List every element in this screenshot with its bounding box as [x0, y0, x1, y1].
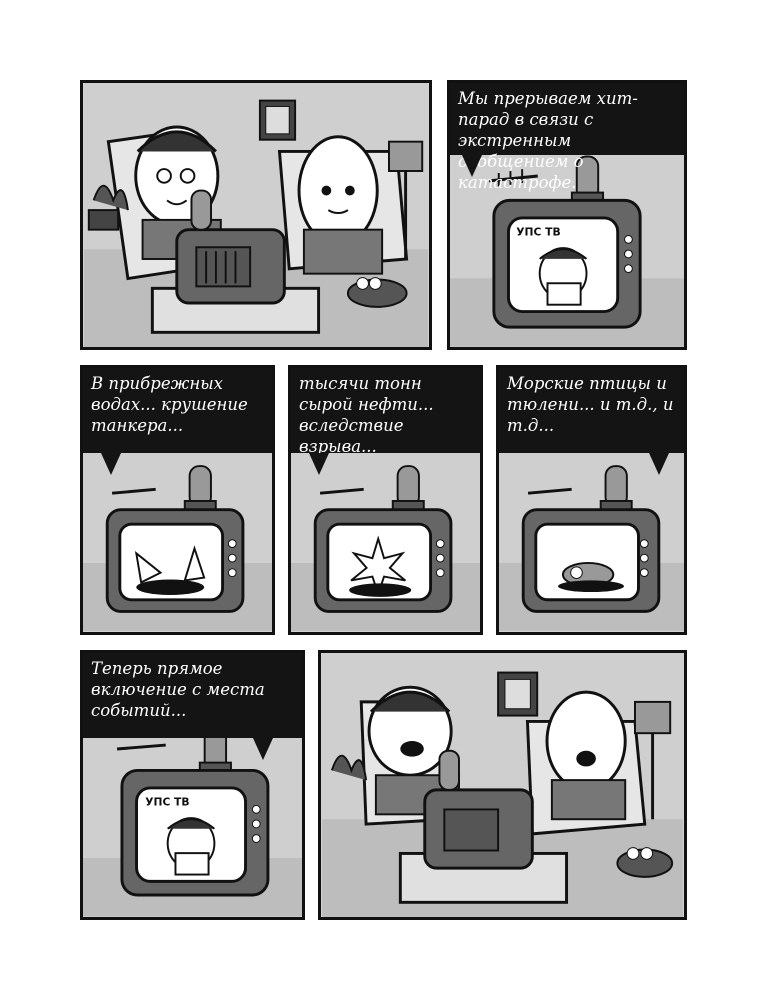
caption-tail: [462, 155, 482, 177]
caption-box: В прибрежных водах... крушение танкера..…: [83, 368, 272, 453]
panel-1-illustration: [83, 83, 429, 347]
caption-tail: [309, 453, 329, 475]
tv-channel-label: УПС ТВ: [516, 225, 560, 238]
caption-tail: [253, 738, 273, 760]
panel-4-explosion: тысячи тонн сырой нефти... вследствие вз…: [288, 365, 483, 635]
panel-6-live-report: УПС ТВ Теперь прямое включение с места с…: [80, 650, 305, 920]
panel-7-shocked-viewers: [318, 650, 687, 920]
caption-box: Теперь прямое включение с места событий.…: [83, 653, 302, 738]
panel-3-tanker-wreck: В прибрежных водах... крушение танкера..…: [80, 365, 275, 635]
panel-1-living-room: [80, 80, 432, 350]
caption-box: Морские птицы и тюлени... и т.д., и т.д.…: [499, 368, 684, 453]
caption-box: Мы прерываем хит-парад в связи с экстрен…: [450, 83, 684, 192]
caption-tail: [101, 453, 121, 475]
panel-7-illustration: [322, 653, 683, 917]
caption-box: тысячи тонн сырой нефти... вследствие вз…: [291, 368, 480, 456]
caption-tail: [649, 453, 669, 475]
tv-channel-label: УПС ТВ: [145, 795, 189, 808]
panel-2-announcement: УПС ТВ Мы прерываем хит-парад в связи с …: [447, 80, 687, 350]
panel-5-seals: Морские птицы и тюлени... и т.д., и т.д.…: [496, 365, 687, 635]
